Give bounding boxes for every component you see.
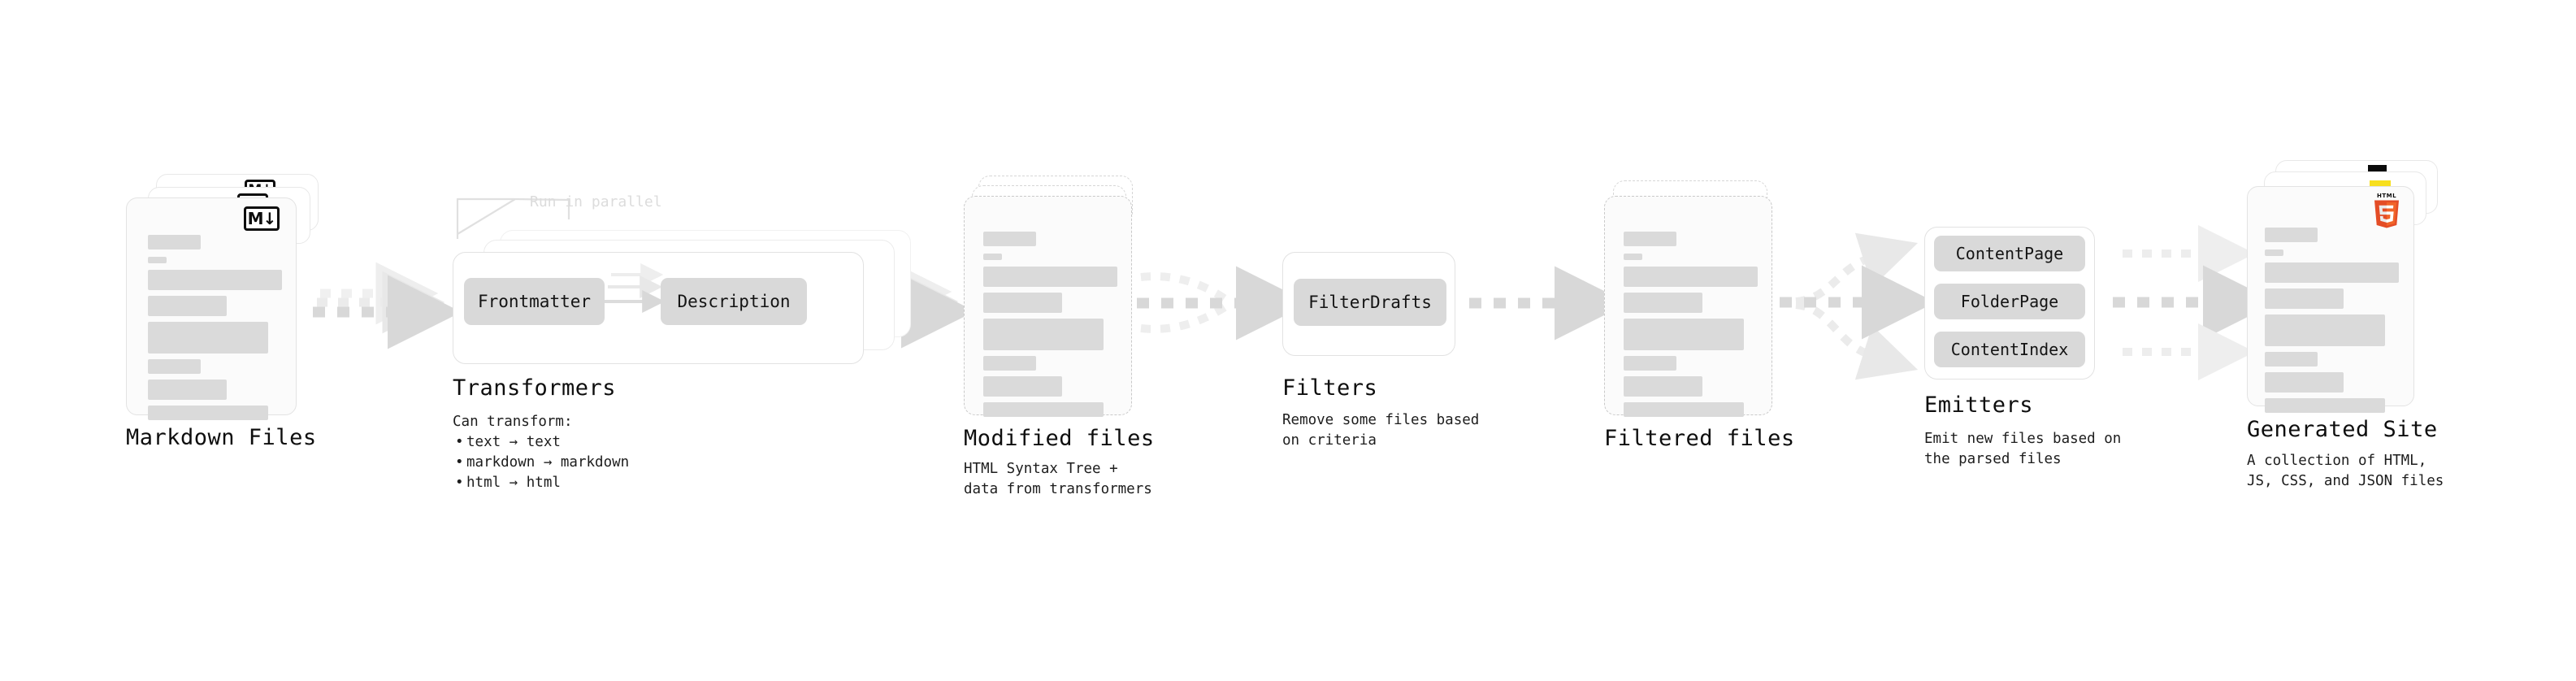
doc-bar	[148, 322, 268, 354]
doc-bar	[1624, 319, 1744, 350]
doc-bar	[983, 232, 1036, 246]
doc-bar	[1624, 402, 1744, 417]
doc-bar	[148, 270, 282, 290]
filtered-card-front[interactable]	[1604, 196, 1772, 417]
doc-bar	[148, 235, 201, 249]
doc-bar	[983, 254, 1002, 260]
modified-card-front[interactable]	[964, 196, 1132, 417]
doc-bar	[2265, 262, 2399, 283]
doc-bar	[983, 376, 1062, 397]
doc-bar	[148, 296, 227, 316]
stage-title-generated-site: Generated Site	[2247, 417, 2438, 442]
doc-bar	[148, 406, 268, 420]
doc-bar	[1624, 376, 1702, 397]
doc-bar	[148, 359, 201, 374]
doc-bar	[2265, 398, 2385, 413]
emitters-pill-contentindex[interactable]: ContentIndex	[1934, 332, 2085, 367]
doc-bar	[2265, 352, 2318, 367]
doc-bar	[983, 293, 1062, 313]
doc-bar	[1624, 356, 1676, 371]
stage-subtitle-generated-site: A collection of HTML, JS, CSS, and JSON …	[2247, 453, 2444, 489]
connector-filtered-to-emitters	[1780, 232, 1936, 380]
doc-bar	[2265, 314, 2385, 346]
filters-pill-filterdrafts[interactable]: FilterDrafts	[1294, 279, 1446, 326]
run-in-parallel-label: Run in parallel	[530, 193, 662, 210]
markdown-card-front[interactable]	[126, 197, 297, 420]
stage-subtitle-emitters: Emit new files based on the parsed files	[1924, 431, 2122, 467]
transformers-capabilities: Can transform: text → text markdown → ma…	[453, 412, 629, 493]
doc-bar	[148, 380, 227, 400]
doc-bar	[1624, 232, 1676, 246]
doc-bar	[983, 267, 1117, 287]
doc-bar	[983, 402, 1104, 417]
doc-bar	[2265, 228, 2318, 242]
stage-subtitle-filters: Remove some files based on criteria	[1282, 412, 1480, 449]
stage-title-filtered-files: Filtered files	[1604, 426, 1795, 451]
emitters-pill-folderpage[interactable]: FolderPage	[1934, 284, 2085, 319]
connector-emitters-to-generated	[2113, 225, 2277, 380]
doc-bar	[2265, 288, 2344, 309]
stage-title-filters: Filters	[1282, 375, 1378, 401]
doc-bar	[2265, 372, 2344, 393]
doc-bar	[1624, 293, 1702, 313]
generated-card-front[interactable]	[2247, 186, 2414, 413]
markdown-icon: M↓	[244, 206, 280, 231]
doc-bar	[1624, 267, 1758, 287]
transformers-capabilities-header: Can transform:	[453, 414, 573, 430]
transformers-capability-item: markdown → markdown	[455, 453, 629, 473]
doc-bar	[2265, 249, 2283, 256]
doc-bar	[1624, 254, 1642, 260]
stage-title-transformers: Transformers	[453, 375, 617, 401]
stage-subtitle-modified-files: HTML Syntax Tree + data from transformer…	[964, 461, 1152, 497]
emitters-pill-contentpage[interactable]: ContentPage	[1934, 236, 2085, 271]
stage-title-emitters: Emitters	[1924, 393, 2034, 418]
doc-bar	[983, 319, 1104, 350]
connector-modified-to-filters	[1137, 266, 1310, 340]
connector-markdown-to-transformers	[313, 262, 462, 349]
transformers-capability-item: text → text	[455, 432, 629, 453]
stage-title-modified-files: Modified files	[964, 426, 1155, 451]
html5-icon: HTML	[2373, 193, 2400, 228]
transformer-pill-description[interactable]: Description	[661, 278, 807, 325]
transformer-pill-frontmatter[interactable]: Frontmatter	[464, 278, 605, 325]
stage-title-markdown-files: Markdown Files	[126, 425, 317, 450]
doc-bar	[983, 356, 1036, 371]
transformers-capability-item: html → html	[455, 473, 629, 493]
doc-bar	[148, 257, 167, 263]
